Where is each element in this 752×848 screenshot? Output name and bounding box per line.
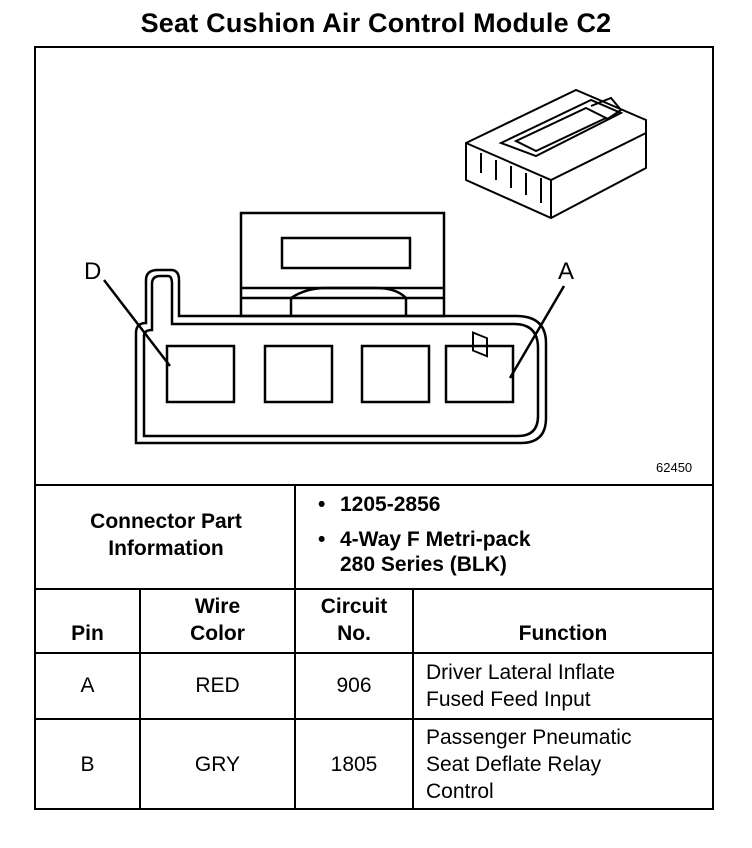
row-b-pin: B <box>80 753 95 776</box>
connector-description-line: 4-Way F Metri-pack <box>318 527 710 552</box>
row-a-wire-color: RED <box>195 674 240 697</box>
terminal-cavity-c <box>263 344 334 404</box>
row-b-wire-color: GRY <box>194 753 241 776</box>
header-wire-color-line: Color <box>190 622 245 645</box>
header-pin: Pin <box>71 622 104 645</box>
connector-illustration-area: D A 62450 <box>36 48 712 484</box>
function-line: Control <box>426 780 494 803</box>
connector-part-label-line: Information <box>108 537 224 560</box>
function-line: Fused Feed Input <box>426 688 591 711</box>
part-number: 1205-2856 <box>318 492 710 517</box>
latch-housing <box>239 211 446 318</box>
header-circuit-no: Circuit No. <box>296 593 412 647</box>
divider <box>36 718 712 720</box>
pin-label-d: D <box>84 258 102 285</box>
function-line: Seat Deflate Relay <box>426 753 602 776</box>
connector-body-inner-outline <box>142 274 540 438</box>
divider <box>294 588 296 810</box>
connector-part-info: 1205-2856 4-Way F Metri-pack 280 Series … <box>298 486 710 577</box>
latch-window <box>280 236 412 270</box>
leader-line-d <box>103 279 171 367</box>
connector-part-label-line: Connector Part <box>90 510 242 533</box>
divider <box>36 484 712 486</box>
terminal-cavity-d <box>165 344 236 404</box>
header-wire-color-line: Wire <box>194 595 241 618</box>
header-wire-color: Wire Color <box>141 593 294 647</box>
diagram-frame: D A 62450 Connector Part Information 120… <box>34 46 714 810</box>
connector-part-label: Connector Part Information <box>36 508 296 562</box>
divider <box>412 588 414 810</box>
latch-tab <box>289 286 408 316</box>
header-function: Function <box>518 622 608 645</box>
pin-label-a: A <box>558 258 575 285</box>
leader-line-a <box>508 285 566 379</box>
row-a-function: Driver Lateral Inflate Fused Feed Input <box>426 659 710 713</box>
connector-isometric-view <box>465 88 647 358</box>
diagram-title: Seat Cushion Air Control Module C2 <box>140 8 612 38</box>
divider <box>139 588 141 810</box>
connector-body-outline <box>134 268 548 445</box>
header-circuit-line: Circuit <box>320 595 388 618</box>
figure-id: 62450 <box>656 460 693 475</box>
terminal-cavity-a <box>444 344 515 404</box>
function-line: Passenger Pneumatic <box>426 726 632 749</box>
divider <box>294 484 296 588</box>
divider <box>36 652 712 654</box>
row-a-circuit: 906 <box>336 674 372 697</box>
connector-description-line: 280 Series (BLK) <box>340 553 507 576</box>
row-a-pin: A <box>80 674 95 697</box>
header-circuit-line: No. <box>337 622 371 645</box>
divider <box>36 588 712 590</box>
terminal-cavity-b <box>360 344 431 404</box>
row-b-function: Passenger Pneumatic Seat Deflate Relay C… <box>426 724 710 805</box>
function-line: Driver Lateral Inflate <box>426 661 616 684</box>
connector-illustration <box>103 88 647 445</box>
row-b-circuit: 1805 <box>330 753 378 776</box>
